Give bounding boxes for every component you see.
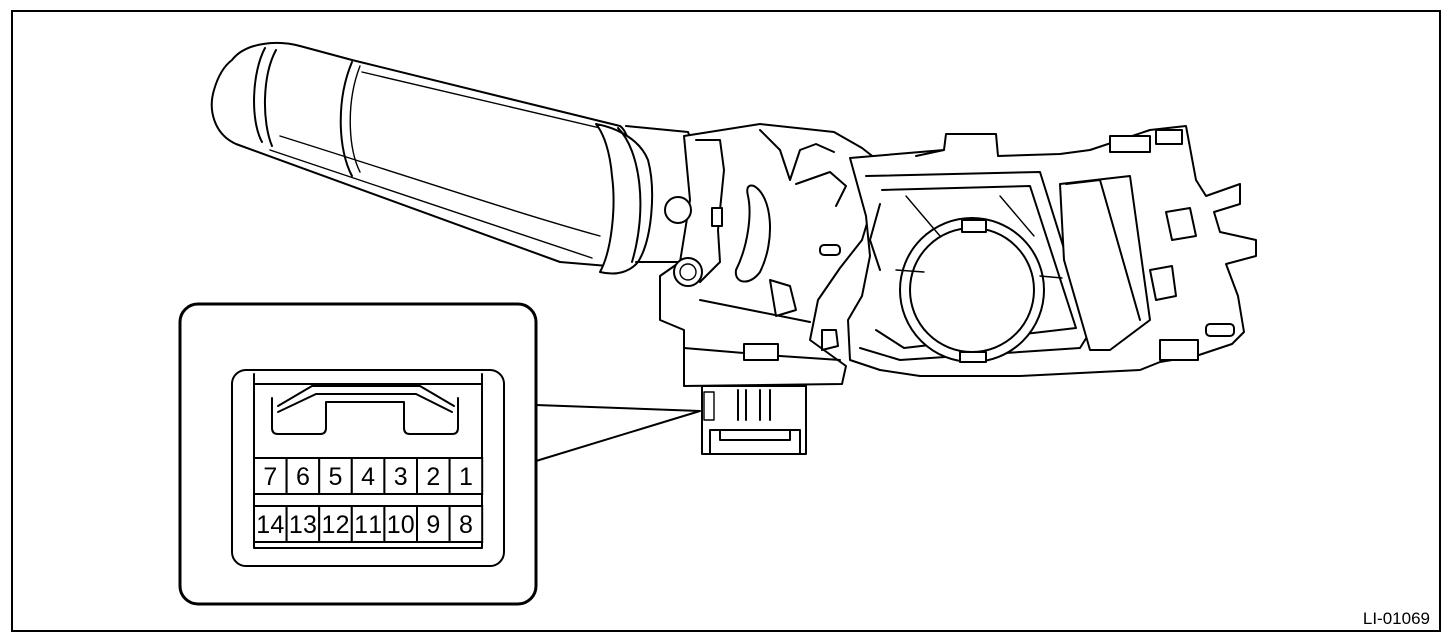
pin-label-7: 7 <box>263 463 277 491</box>
pin-label-9: 9 <box>426 511 440 539</box>
pin-cell <box>285 505 321 543</box>
pin-label-11: 11 <box>354 511 382 539</box>
callout-pointer <box>535 404 701 462</box>
pin-cell <box>448 505 484 543</box>
switch-lever <box>210 41 699 275</box>
figure-code: LI-01069 <box>1363 609 1430 628</box>
pin-label-2: 2 <box>426 463 440 491</box>
pin-label-1: 1 <box>459 463 473 491</box>
pin-label-8: 8 <box>459 511 473 539</box>
pin-cell <box>318 457 353 495</box>
pin-label-5: 5 <box>329 463 343 491</box>
switch-body <box>659 123 881 387</box>
pin-label-3: 3 <box>394 463 408 491</box>
pin-label-12: 12 <box>322 511 350 539</box>
pin-label-10: 10 <box>387 511 415 539</box>
pin-label-13: 13 <box>289 511 317 539</box>
pin-cell <box>383 457 418 495</box>
pin-label-6: 6 <box>296 463 310 491</box>
connector-stub <box>701 385 807 455</box>
pin-label-4: 4 <box>361 463 375 491</box>
switch-frame <box>847 125 1257 377</box>
pin-label-14: 14 <box>256 511 284 539</box>
combination-switch-illustration <box>210 41 1257 455</box>
pin-cell <box>448 457 484 495</box>
pin-cell <box>350 457 386 495</box>
pin-cell <box>416 505 451 543</box>
